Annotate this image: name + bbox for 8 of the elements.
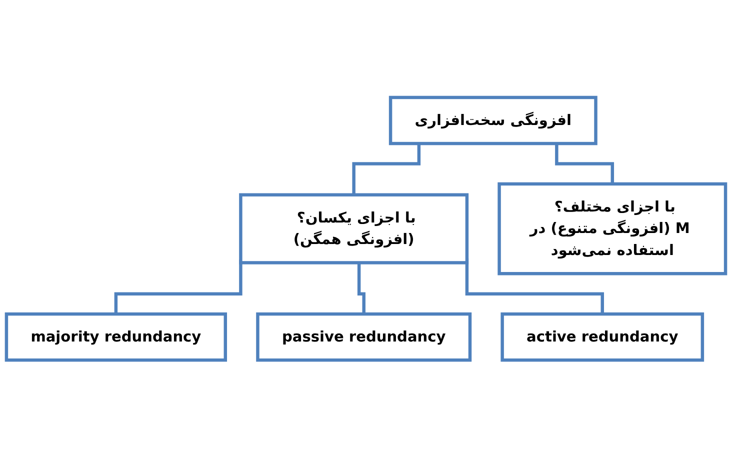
node-box: passive redundancy: [256, 312, 472, 362]
node-box: با اجزای مختلف؟ (افزونگی متنوع) در M استفاده نمی‌شود: [498, 182, 728, 275]
connector: [357, 262, 366, 316]
node-box: majority redundancy: [4, 312, 228, 362]
node-box: افزونگی سخت‌افزاری: [388, 96, 598, 145]
connector: [555, 143, 614, 186]
node-box: active redundancy: [500, 312, 704, 362]
node-box: با اجزای یکسان؟ (افزونگی همگن): [239, 192, 469, 264]
